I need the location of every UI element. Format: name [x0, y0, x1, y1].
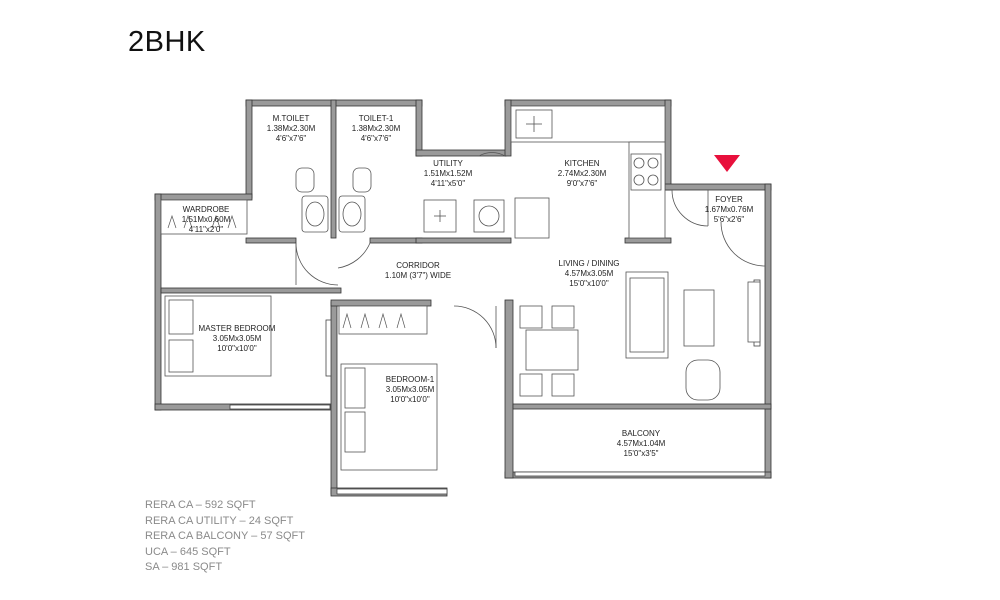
area-stat-rera-ca: RERA CA – 592 SQFT	[145, 499, 256, 511]
room-metric: 3.05Mx3.05M	[213, 334, 262, 343]
room-imperial: 15'0"x3'5"	[624, 449, 659, 458]
room-imperial: 4'6"x7'6"	[276, 134, 307, 143]
room-name: BEDROOM-1	[386, 375, 435, 384]
plan-title: 2BHK	[128, 26, 206, 58]
entrance-marker	[714, 155, 740, 172]
room-metric: 1.67Mx0.76M	[705, 205, 754, 214]
room-imperial: 9'0"x7'6"	[567, 179, 598, 188]
room-imperial: 4'11"x2'0"	[189, 225, 224, 234]
area-stat-uca: UCA – 645 SQFT	[145, 545, 231, 558]
room-name: WARDROBE	[183, 205, 230, 214]
room-name: MASTER BEDROOM	[199, 324, 276, 333]
room-metric: 2.74Mx2.30M	[558, 169, 607, 178]
doors	[295, 152, 766, 349]
room-imperial: 15'0"x10'0"	[569, 279, 609, 288]
room-imperial: 4'11"x5'0"	[431, 179, 466, 188]
room-name: FOYER	[715, 195, 743, 204]
room-imperial: 4'6"x7'6"	[361, 134, 392, 143]
area-stat-rera-utility: RERA CA UTILITY – 24 SQFT	[145, 514, 294, 527]
room-name: CORRIDOR	[396, 261, 440, 270]
wardrobe-hatch	[167, 214, 406, 329]
room-metric: 1.38Mx2.30M	[352, 124, 401, 133]
room-name: UTILITY	[433, 159, 463, 168]
room-metric: 1.51Mx0.60M	[182, 215, 231, 224]
room-metric: 3.05Mx3.05M	[386, 385, 435, 394]
area-summary: RERA CA – 592 SQFT RERA CA UTILITY – 24 …	[145, 498, 305, 576]
room-name: LIVING / DINING	[559, 259, 620, 268]
room-metric: 1.51Mx1.52M	[424, 169, 473, 178]
room-name: TOILET-1	[359, 114, 394, 123]
wc-icon	[295, 167, 315, 193]
fixtures	[160, 105, 761, 471]
room-name: BALCONY	[622, 429, 661, 438]
room-name: KITCHEN	[564, 159, 599, 168]
wc-icon	[352, 167, 372, 193]
area-stat-rera-balcony: RERA CA BALCONY – 57 SQFT	[145, 530, 305, 542]
room-metric: 4.57Mx3.05M	[565, 269, 614, 278]
room-imperial: 5'6"x2'6"	[714, 215, 745, 224]
room-imperial: 10'0"x10'0"	[390, 395, 430, 404]
room-metric: 4.57Mx1.04M	[617, 439, 666, 448]
room-metric: 1.38Mx2.30M	[267, 124, 316, 133]
area-stat-sa: SA – 981 SQFT	[145, 561, 223, 573]
room-name: M.TOILET	[273, 114, 310, 123]
room-imperial: 10'0"x10'0"	[217, 344, 257, 353]
room-metric: 1.10M (3'7") WIDE	[385, 271, 451, 280]
